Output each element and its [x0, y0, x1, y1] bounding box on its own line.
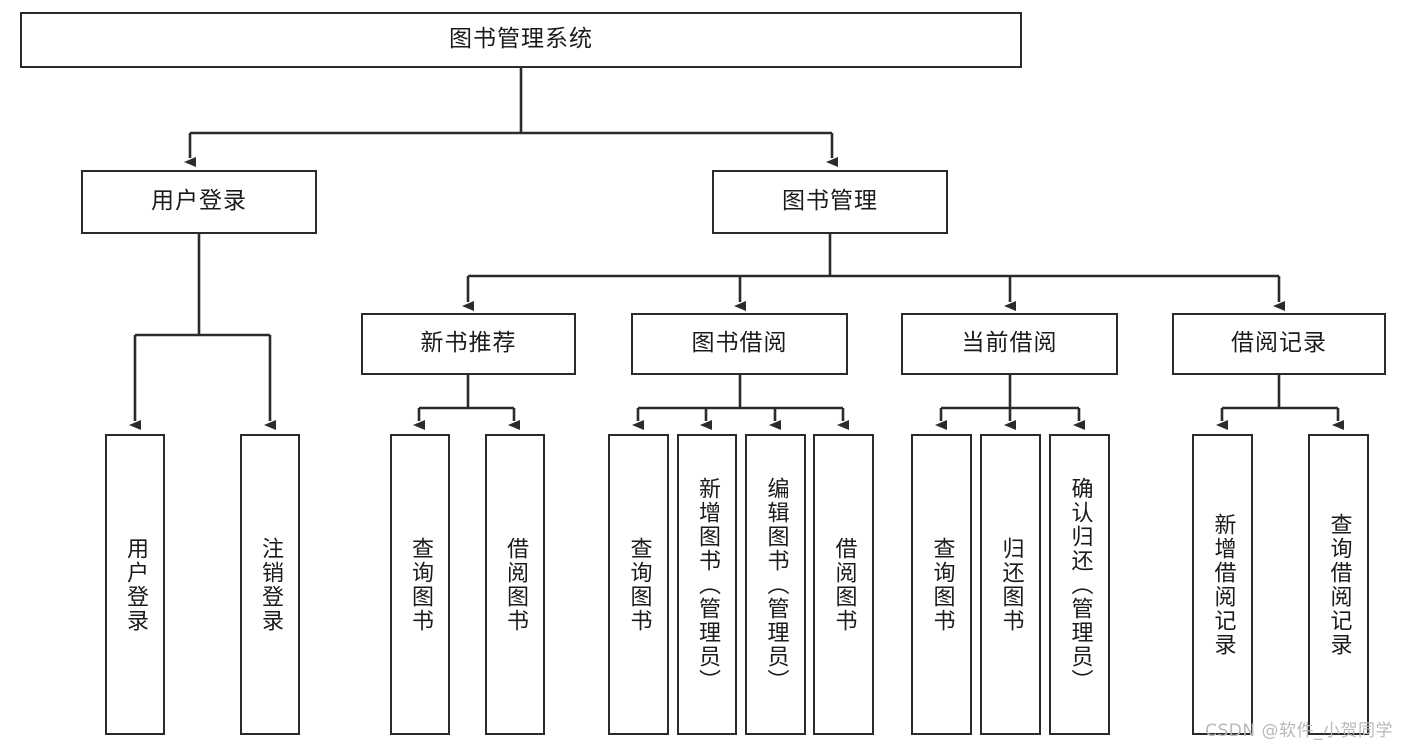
leaf-user-login-logout[interactable]: 注销登录 — [240, 434, 300, 735]
node-label: 查询借阅记录 — [1326, 512, 1352, 657]
node-label: 当前借阅 — [961, 330, 1058, 357]
node-label: 图书管理系统 — [449, 26, 593, 53]
leaf-book-borrow-query[interactable]: 查询图书 — [608, 434, 669, 735]
leaf-current-borrow-confirm-return[interactable]: 确认归还（管理员） — [1049, 434, 1110, 735]
node-book-borrow[interactable]: 图书借阅 — [631, 313, 848, 375]
node-label: 查询图书 — [929, 536, 955, 633]
leaf-current-borrow-query[interactable]: 查询图书 — [911, 434, 972, 735]
node-book-management-system[interactable]: 图书管理系统 — [20, 12, 1022, 68]
leaf-new-book-query[interactable]: 查询图书 — [390, 434, 450, 735]
node-label: 新增图书（管理员） — [694, 476, 720, 693]
node-label: 新书推荐 — [420, 330, 517, 357]
leaf-user-login-login[interactable]: 用户登录 — [105, 434, 165, 735]
node-label: 用户登录 — [122, 536, 148, 633]
node-label: 注销登录 — [257, 536, 283, 633]
node-label: 归还图书 — [998, 536, 1024, 633]
node-label: 查询图书 — [407, 536, 433, 633]
node-label: 借阅记录 — [1231, 330, 1327, 357]
node-label: 确认归还（管理员） — [1067, 476, 1093, 693]
leaf-book-borrow-add[interactable]: 新增图书（管理员） — [677, 434, 737, 735]
node-label: 借阅图书 — [502, 536, 528, 633]
node-label: 查询图书 — [626, 536, 652, 633]
node-label: 编辑图书（管理员） — [763, 476, 789, 693]
node-book-management[interactable]: 图书管理 — [712, 170, 948, 234]
leaf-new-book-borrow[interactable]: 借阅图书 — [485, 434, 545, 735]
node-label: 新增借阅记录 — [1210, 512, 1236, 657]
node-label: 图书管理 — [782, 188, 878, 215]
node-label: 用户登录 — [151, 188, 247, 215]
node-label: 借阅图书 — [831, 536, 857, 633]
leaf-current-borrow-return[interactable]: 归还图书 — [980, 434, 1041, 735]
leaf-borrow-record-add[interactable]: 新增借阅记录 — [1192, 434, 1253, 735]
leaf-book-borrow-edit[interactable]: 编辑图书（管理员） — [745, 434, 806, 735]
node-label: 图书借阅 — [691, 330, 788, 357]
leaf-borrow-record-query[interactable]: 查询借阅记录 — [1308, 434, 1369, 735]
node-borrow-record[interactable]: 借阅记录 — [1172, 313, 1386, 375]
node-current-borrow[interactable]: 当前借阅 — [901, 313, 1118, 375]
leaf-book-borrow-borrow[interactable]: 借阅图书 — [813, 434, 874, 735]
node-new-book-recommend[interactable]: 新书推荐 — [361, 313, 576, 375]
node-user-login[interactable]: 用户登录 — [81, 170, 317, 234]
